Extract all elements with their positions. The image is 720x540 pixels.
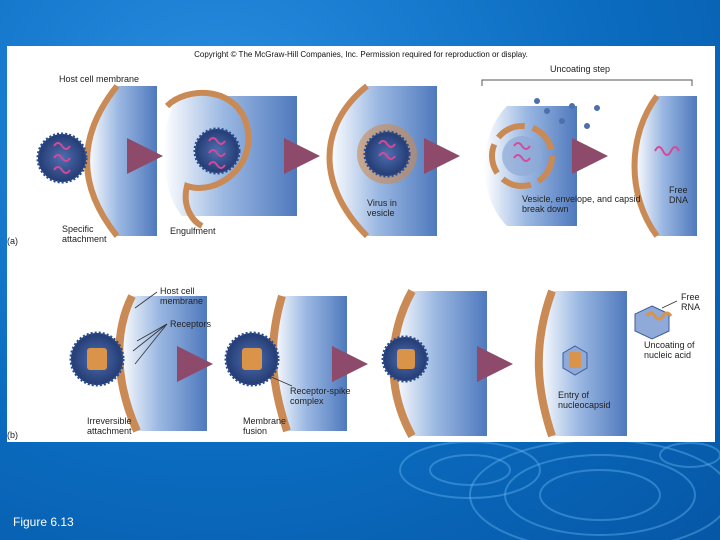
virus-particle-b3: [381, 335, 429, 383]
virus-particle-a2: [193, 127, 241, 175]
label-virus-in-vesicle: Virus in vesicle: [367, 198, 397, 218]
label-host-cell-membrane-b: Host cell membrane: [160, 286, 204, 306]
host-membrane-b4: [534, 289, 556, 438]
figure-caption: Figure 6.13: [13, 515, 74, 529]
virus-particle-b1: [69, 331, 125, 387]
free-dna-strand: [654, 146, 680, 156]
label-receptors: Receptors: [170, 319, 212, 329]
label-membrane-fusion: Membrane fusion: [243, 416, 287, 436]
nucleocapsid-b4: [562, 345, 588, 376]
label-uncoating-nucleic-acid: Uncoating of nucleic acid: [644, 340, 695, 360]
label-specific-attachment: Specific attachment: [62, 224, 107, 244]
figure-panel: Copyright © The McGraw-Hill Companies, I…: [7, 46, 715, 442]
label-irreversible-attachment: Irreversible attachment: [87, 416, 132, 436]
cell-cytoplasm-a5: [634, 96, 697, 236]
host-membrane-a5: [631, 94, 660, 238]
cell-cytoplasm-a1: [87, 86, 157, 236]
label-engulfment: Engulfment: [170, 226, 216, 236]
cell-cytoplasm-b1: [119, 296, 207, 431]
copyright-notice: Copyright © The McGraw-Hill Companies, I…: [194, 50, 528, 59]
label-host-cell-membrane-a: Host cell membrane: [59, 74, 140, 84]
host-membrane-a2: [164, 90, 252, 229]
uncoating-bracket: [481, 79, 693, 86]
cell-cytoplasm-b3: [393, 291, 487, 436]
panel-label-b: (b): [7, 430, 18, 440]
host-membrane-a3: [326, 83, 370, 239]
label-free-rna: Free RNA: [681, 292, 701, 312]
label-entry-of-nucleocapsid: Entry of nucleocapsid: [558, 390, 611, 410]
virus-particle-b2: [224, 331, 280, 387]
label-free-dna: Free DNA: [669, 185, 689, 205]
virus-particle-a1: [36, 132, 88, 184]
panel-label-a: (a): [7, 236, 18, 246]
virus-breakdown-a4: [489, 98, 600, 189]
virus-entry-diagram: [36, 79, 697, 438]
label-receptor-spike-complex: Receptor-spike complex: [290, 386, 351, 406]
host-membrane-a1: [84, 84, 120, 238]
virus-particle-a3: [357, 124, 417, 184]
label-vesicle-breakdown: Vesicle, envelope, and capsid break down: [522, 194, 641, 214]
cell-cytoplasm-b2: [272, 296, 347, 431]
uncoating-nucleocapsid-b5: [634, 305, 673, 340]
label-uncoating-step: Uncoating step: [550, 64, 611, 74]
